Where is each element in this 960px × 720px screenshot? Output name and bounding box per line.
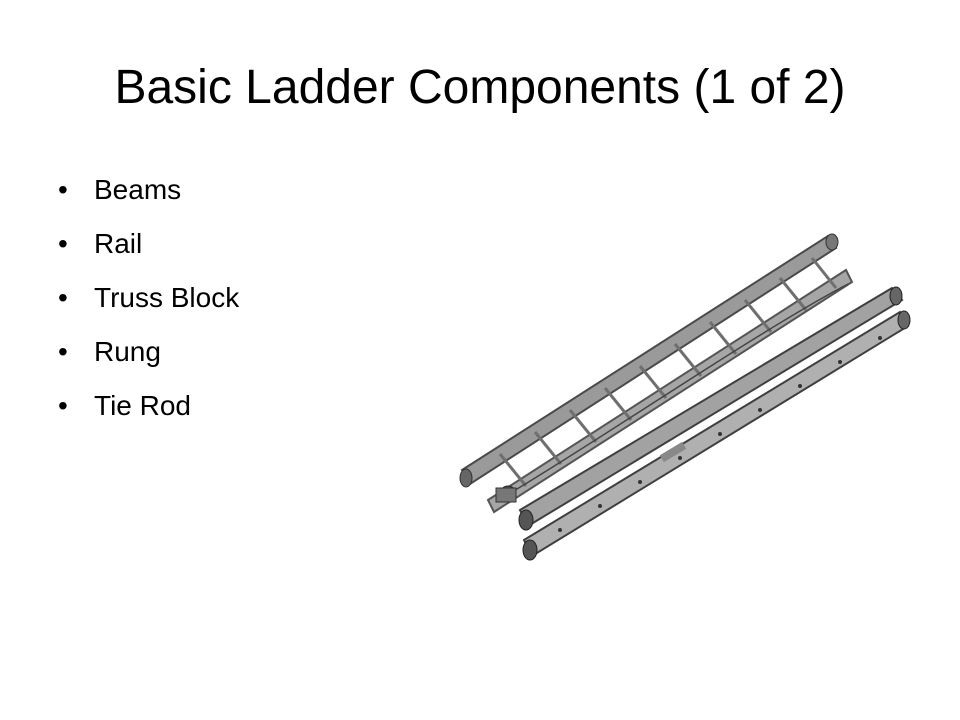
bullet-text: Truss Block [94,282,240,313]
bullet-text: Rung [94,336,161,367]
bullet-icon: • [58,282,68,313]
bullet-icon: • [58,336,68,367]
bullet-icon: • [58,228,68,259]
bullet-text: Tie Rod [94,390,192,421]
list-item: • Truss Block [58,280,239,316]
list-item: • Rung [58,334,239,370]
extension-ladder-image [459,233,911,561]
list-item: • Tie Rod [58,388,239,424]
slide-title: Basic Ladder Components (1 of 2) [114,61,846,114]
bullet-list: • Beams • Rail • Truss Block • Rung • Ti… [58,172,239,442]
bullet-icon: • [58,390,68,421]
bullet-text: Beams [94,174,182,205]
base-section [518,286,911,561]
bullet-icon: • [58,174,68,205]
list-item: • Beams [58,172,239,208]
fly-section [459,233,854,514]
list-item: • Rail [58,226,239,262]
bullet-text: Rail [94,228,143,259]
